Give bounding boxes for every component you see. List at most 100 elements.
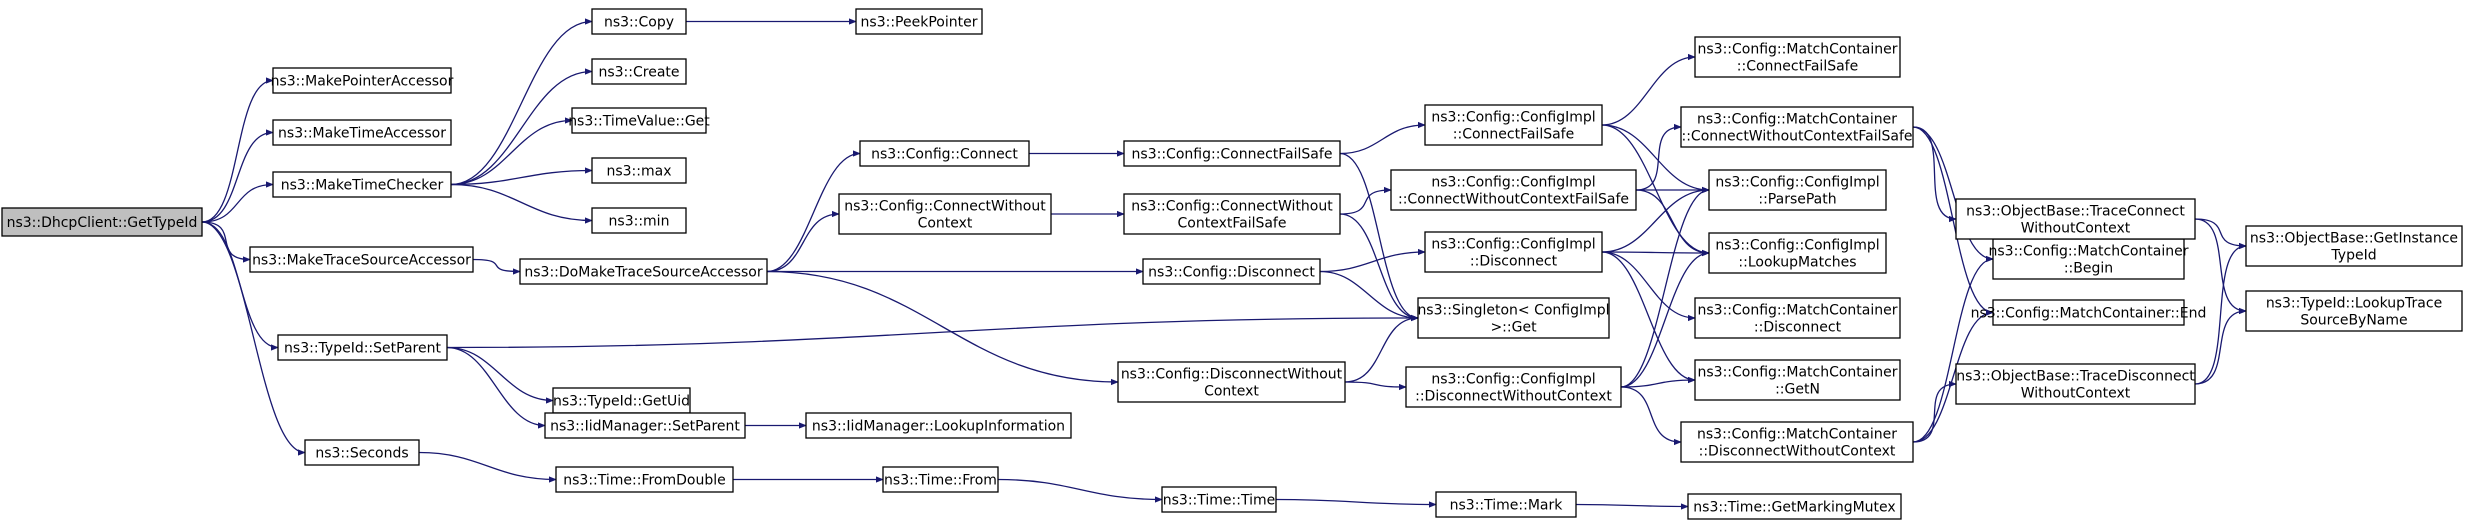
edge-n0-n6: [201, 221, 306, 456]
edge-n0-n3: [201, 181, 274, 223]
edge-n20-n35: [1601, 124, 1710, 194]
graph-node-n5[interactable]: ns3::TypeId::SetParent: [277, 334, 448, 361]
graph-node-n20[interactable]: ns3::Config::ConfigImpl::ConnectFailSafe: [1424, 104, 1603, 146]
node-box: [1161, 486, 1277, 513]
graph-node-n11[interactable]: ns3::max: [591, 157, 687, 184]
graph-node-n1[interactable]: ns3::MakePointerAccessor: [271, 67, 454, 94]
node-label: ::Begin: [2064, 261, 2113, 277]
graph-node-n22[interactable]: ns3::Config::ConfigImpl::Disconnect: [1424, 231, 1603, 273]
node-label: ns3::DhcpClient::GetTypeId: [7, 215, 198, 231]
edge-n21-n34: [1635, 123, 1682, 191]
node-box: [1955, 363, 2196, 405]
node-box: [571, 107, 707, 134]
graph-node-n39[interactable]: ns3::Config::MatchContainer::DisconnectW…: [1680, 421, 1914, 463]
graph-node-n23[interactable]: ns3::Singleton< ConfigImpl>::Get: [1417, 297, 1610, 339]
graph-node-n36[interactable]: ns3::Config::ConfigImpl::LookupMatches: [1708, 232, 1887, 274]
graph-node-n12[interactable]: ns3::min: [591, 207, 687, 234]
node-box: [1680, 421, 1914, 463]
graph-node-n31[interactable]: ns3::Time::Mark: [1435, 491, 1577, 518]
node-box: [1, 207, 203, 237]
graph-node-n4[interactable]: ns3::MakeTraceSourceAccessor: [249, 246, 474, 273]
edge-n42-n44: [2194, 218, 2247, 250]
node-label: ns3::Config::ConfigImpl: [1431, 110, 1595, 126]
graph-node-n40[interactable]: ns3::Config::MatchContainer::Begin: [1989, 238, 2189, 280]
graph-node-n30[interactable]: ns3::Time::Time: [1161, 486, 1277, 513]
graph-node-n24[interactable]: ns3::Config::ConfigImpl::DisconnectWitho…: [1405, 366, 1622, 408]
graph-node-n25[interactable]: ns3::TypeId::GetUid: [552, 387, 691, 414]
graph-node-n10[interactable]: ns3::TimeValue::Get: [568, 107, 710, 134]
node-label: ns3::DoMakeTraceSourceAccessor: [524, 265, 762, 281]
node-label: ns3::Config::ConfigImpl: [1431, 237, 1595, 253]
graph-node-n28[interactable]: ns3::Time::FromDouble: [555, 466, 734, 493]
node-box: [544, 412, 746, 439]
node-box: [1680, 106, 1914, 148]
graph-node-n35[interactable]: ns3::Config::ConfigImpl::ParsePath: [1708, 169, 1887, 211]
edge-n22-n38: [1601, 251, 1696, 384]
node-label: ::ConnectFailSafe: [1737, 59, 1858, 75]
graph-node-n7[interactable]: ns3::Copy: [591, 8, 687, 35]
node-label: ns3::Config::ConfigImpl: [1715, 238, 1879, 254]
node-label: ns3::Time::FromDouble: [563, 473, 726, 489]
graph-node-n0[interactable]: ns3::DhcpClient::GetTypeId: [1, 207, 203, 237]
graph-node-n17[interactable]: ns3::Config::DisconnectWithoutContext: [1117, 361, 1346, 403]
node-box: [1694, 359, 1901, 401]
node-box: [272, 119, 452, 146]
node-label: ns3::Config::DisconnectWithout: [1121, 367, 1343, 383]
edge-n4-n13: [472, 258, 521, 275]
node-box: [1992, 299, 2185, 326]
graph-node-n13[interactable]: ns3::DoMakeTraceSourceAccessor: [519, 258, 768, 285]
edge-n34-n42: [1912, 126, 1957, 223]
graph-node-n37[interactable]: ns3::Config::MatchContainer::Disconnect: [1694, 297, 1901, 339]
edge-n24-n36: [1620, 249, 1710, 388]
graph-node-n8[interactable]: ns3::PeekPointer: [855, 8, 983, 35]
node-label: ::ConnectFailSafe: [1453, 127, 1574, 143]
node-label: ns3::Config::MatchContainer: [1989, 244, 2189, 260]
node-box: [1708, 169, 1887, 211]
graph-node-n29[interactable]: ns3::Time::From: [882, 466, 999, 493]
node-box: [519, 258, 768, 285]
node-box: [1123, 193, 1341, 235]
node-label: ns3::Time::Time: [1163, 493, 1275, 509]
node-box: [1117, 361, 1346, 403]
node-box: [1424, 231, 1603, 273]
node-label: ns3::Config::MatchContainer: [1698, 42, 1898, 58]
edge-n13-n17: [766, 270, 1119, 386]
graph-node-n6[interactable]: ns3::Seconds: [304, 439, 420, 466]
graph-node-n21[interactable]: ns3::Config::ConfigImpl::ConnectWithoutC…: [1390, 169, 1637, 211]
node-box: [838, 193, 1052, 235]
graph-node-n42[interactable]: ns3::ObjectBase::TraceConnectWithoutCont…: [1955, 198, 2196, 240]
graph-node-n33[interactable]: ns3::Config::MatchContainer::ConnectFail…: [1694, 36, 1901, 78]
edge-n22-n35: [1601, 186, 1710, 253]
node-label: ns3::Config::MatchContainer: [1698, 303, 1898, 319]
edge-n0-n4: [201, 221, 251, 263]
graph-node-n9[interactable]: ns3::Create: [591, 58, 687, 85]
graph-node-n34[interactable]: ns3::Config::MatchContainer::ConnectWith…: [1680, 106, 1914, 148]
node-box: [1992, 238, 2185, 280]
node-label: ns3::ObjectBase::TraceDisconnect: [1956, 369, 2195, 385]
edge-n20-n33: [1601, 53, 1696, 126]
graph-node-n2[interactable]: ns3::MakeTimeAccessor: [272, 119, 452, 146]
graph-node-n27[interactable]: ns3::IidManager::LookupInformation: [805, 412, 1072, 439]
graph-node-n18[interactable]: ns3::Config::ConnectFailSafe: [1123, 140, 1341, 167]
nodes: ns3::DhcpClient::GetTypeId ns3::MakePoint…: [1, 8, 2463, 520]
graph-node-n3[interactable]: ns3::MakeTimeChecker: [272, 171, 452, 198]
graph-node-n19[interactable]: ns3::Config::ConnectWithoutContextFailSa…: [1123, 193, 1341, 235]
graph-node-n43[interactable]: ns3::ObjectBase::TraceDisconnectWithoutC…: [1955, 363, 2196, 405]
graph-node-n41[interactable]: ns3::Config::MatchContainer::End: [1971, 299, 2207, 326]
node-box: [1687, 493, 1902, 520]
graph-node-n15[interactable]: ns3::Config::ConnectWithoutContext: [838, 193, 1052, 235]
node-box: [1424, 104, 1603, 146]
edge-n24-n35: [1620, 186, 1710, 388]
node-label: ns3::Singleton< ConfigImpl: [1417, 303, 1609, 319]
graph-node-n38[interactable]: ns3::Config::MatchContainer::GetN: [1694, 359, 1901, 401]
node-label: WithoutContext: [2021, 386, 2131, 402]
graph-node-n14[interactable]: ns3::Config::Connect: [859, 140, 1030, 167]
edge-n0-n2: [201, 129, 274, 223]
graph-node-n16[interactable]: ns3::Config::Disconnect: [1142, 258, 1321, 285]
node-label: ns3::PeekPointer: [861, 15, 978, 31]
graph-node-n32[interactable]: ns3::Time::GetMarkingMutex: [1687, 493, 1902, 520]
node-box: [591, 207, 687, 234]
graph-node-n26[interactable]: ns3::IidManager::SetParent: [544, 412, 746, 439]
